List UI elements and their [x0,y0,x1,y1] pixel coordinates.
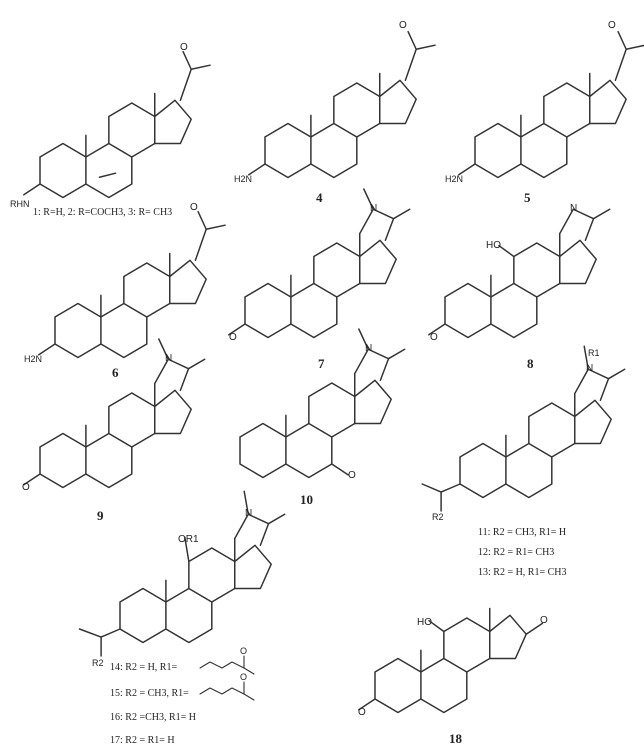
compound-8-ho: HO [486,240,501,251]
caption-compound-1: 1: R=H, 2: R=COCH3, 3: R= CH3 [33,207,173,218]
legend-16: 16: R2 =CH3, R1= H [110,712,197,723]
compound-5-o: O [608,20,616,31]
compound-11 [421,345,626,512]
compound-6-o: O [190,202,198,213]
compound-9 [23,338,206,489]
legend-13: 13: R2 = H, R1= CH3 [478,567,567,578]
compound-8-n: N [570,203,577,214]
compound-4-o: O [399,20,407,31]
compound-4 [248,30,436,179]
compound-8 [428,208,611,339]
number-compound-8: 8 [527,356,534,371]
compound-1-sub: RHN [10,199,30,209]
compound-10-sub: O [348,470,356,481]
compound-14-sub: R2 [92,658,104,668]
compound-7 [228,188,411,339]
legend-11: 11: R2 = CH3, R1= H [478,527,567,538]
compound-1-o: O [180,42,188,53]
compound-7-sub: O [229,332,237,343]
sidechain-14 [199,655,255,675]
number-compound-9: 9 [97,508,104,523]
compound-11-sub: R2 [432,512,444,522]
number-compound-4: 4 [316,190,323,205]
compound-8-sub: O [430,332,438,343]
compound-9-n: N [165,353,172,364]
number-compound-6: 6 [112,365,119,380]
legend-17: 17: R2 = R1= H [110,735,175,746]
compound-18-o-top: O [540,615,548,626]
compound-18 [358,607,544,714]
compound-6-sub: H2N [24,354,42,364]
compound-5-sub: H2N [445,174,463,184]
number-compound-18: 18 [449,731,462,746]
compound-10 [239,328,406,479]
compound-10-n: N [365,343,372,354]
sidechain-15-o: O [240,672,247,682]
compound-11-n: N [586,363,593,374]
compound-11-r1: R1 [588,348,600,358]
compound-18-sub: O [358,707,366,718]
legend-12: 12: R2 = R1= CH3 [478,547,555,558]
legend-14: 14: R2 = H, R1= [110,662,178,673]
legend-15: 15: R2 = CH3, R1= [110,688,189,699]
sidechain-15 [199,681,255,701]
number-compound-10: 10 [300,492,313,507]
number-compound-5: 5 [524,190,531,205]
sidechain-14-o: O [240,646,247,656]
compound-4-sub: H2N [234,174,252,184]
compound-14 [78,490,286,657]
compound-1 [23,50,211,199]
compound-6 [38,210,226,359]
compound-5 [458,30,644,179]
compound-9-sub: O [22,482,30,493]
compound-7-n: N [370,203,377,214]
number-compound-7: 7 [318,356,325,371]
compound-18-ho: HO [417,617,432,628]
compound-14-or1: OR1 [178,534,199,545]
compound-14-n: N [245,508,252,519]
